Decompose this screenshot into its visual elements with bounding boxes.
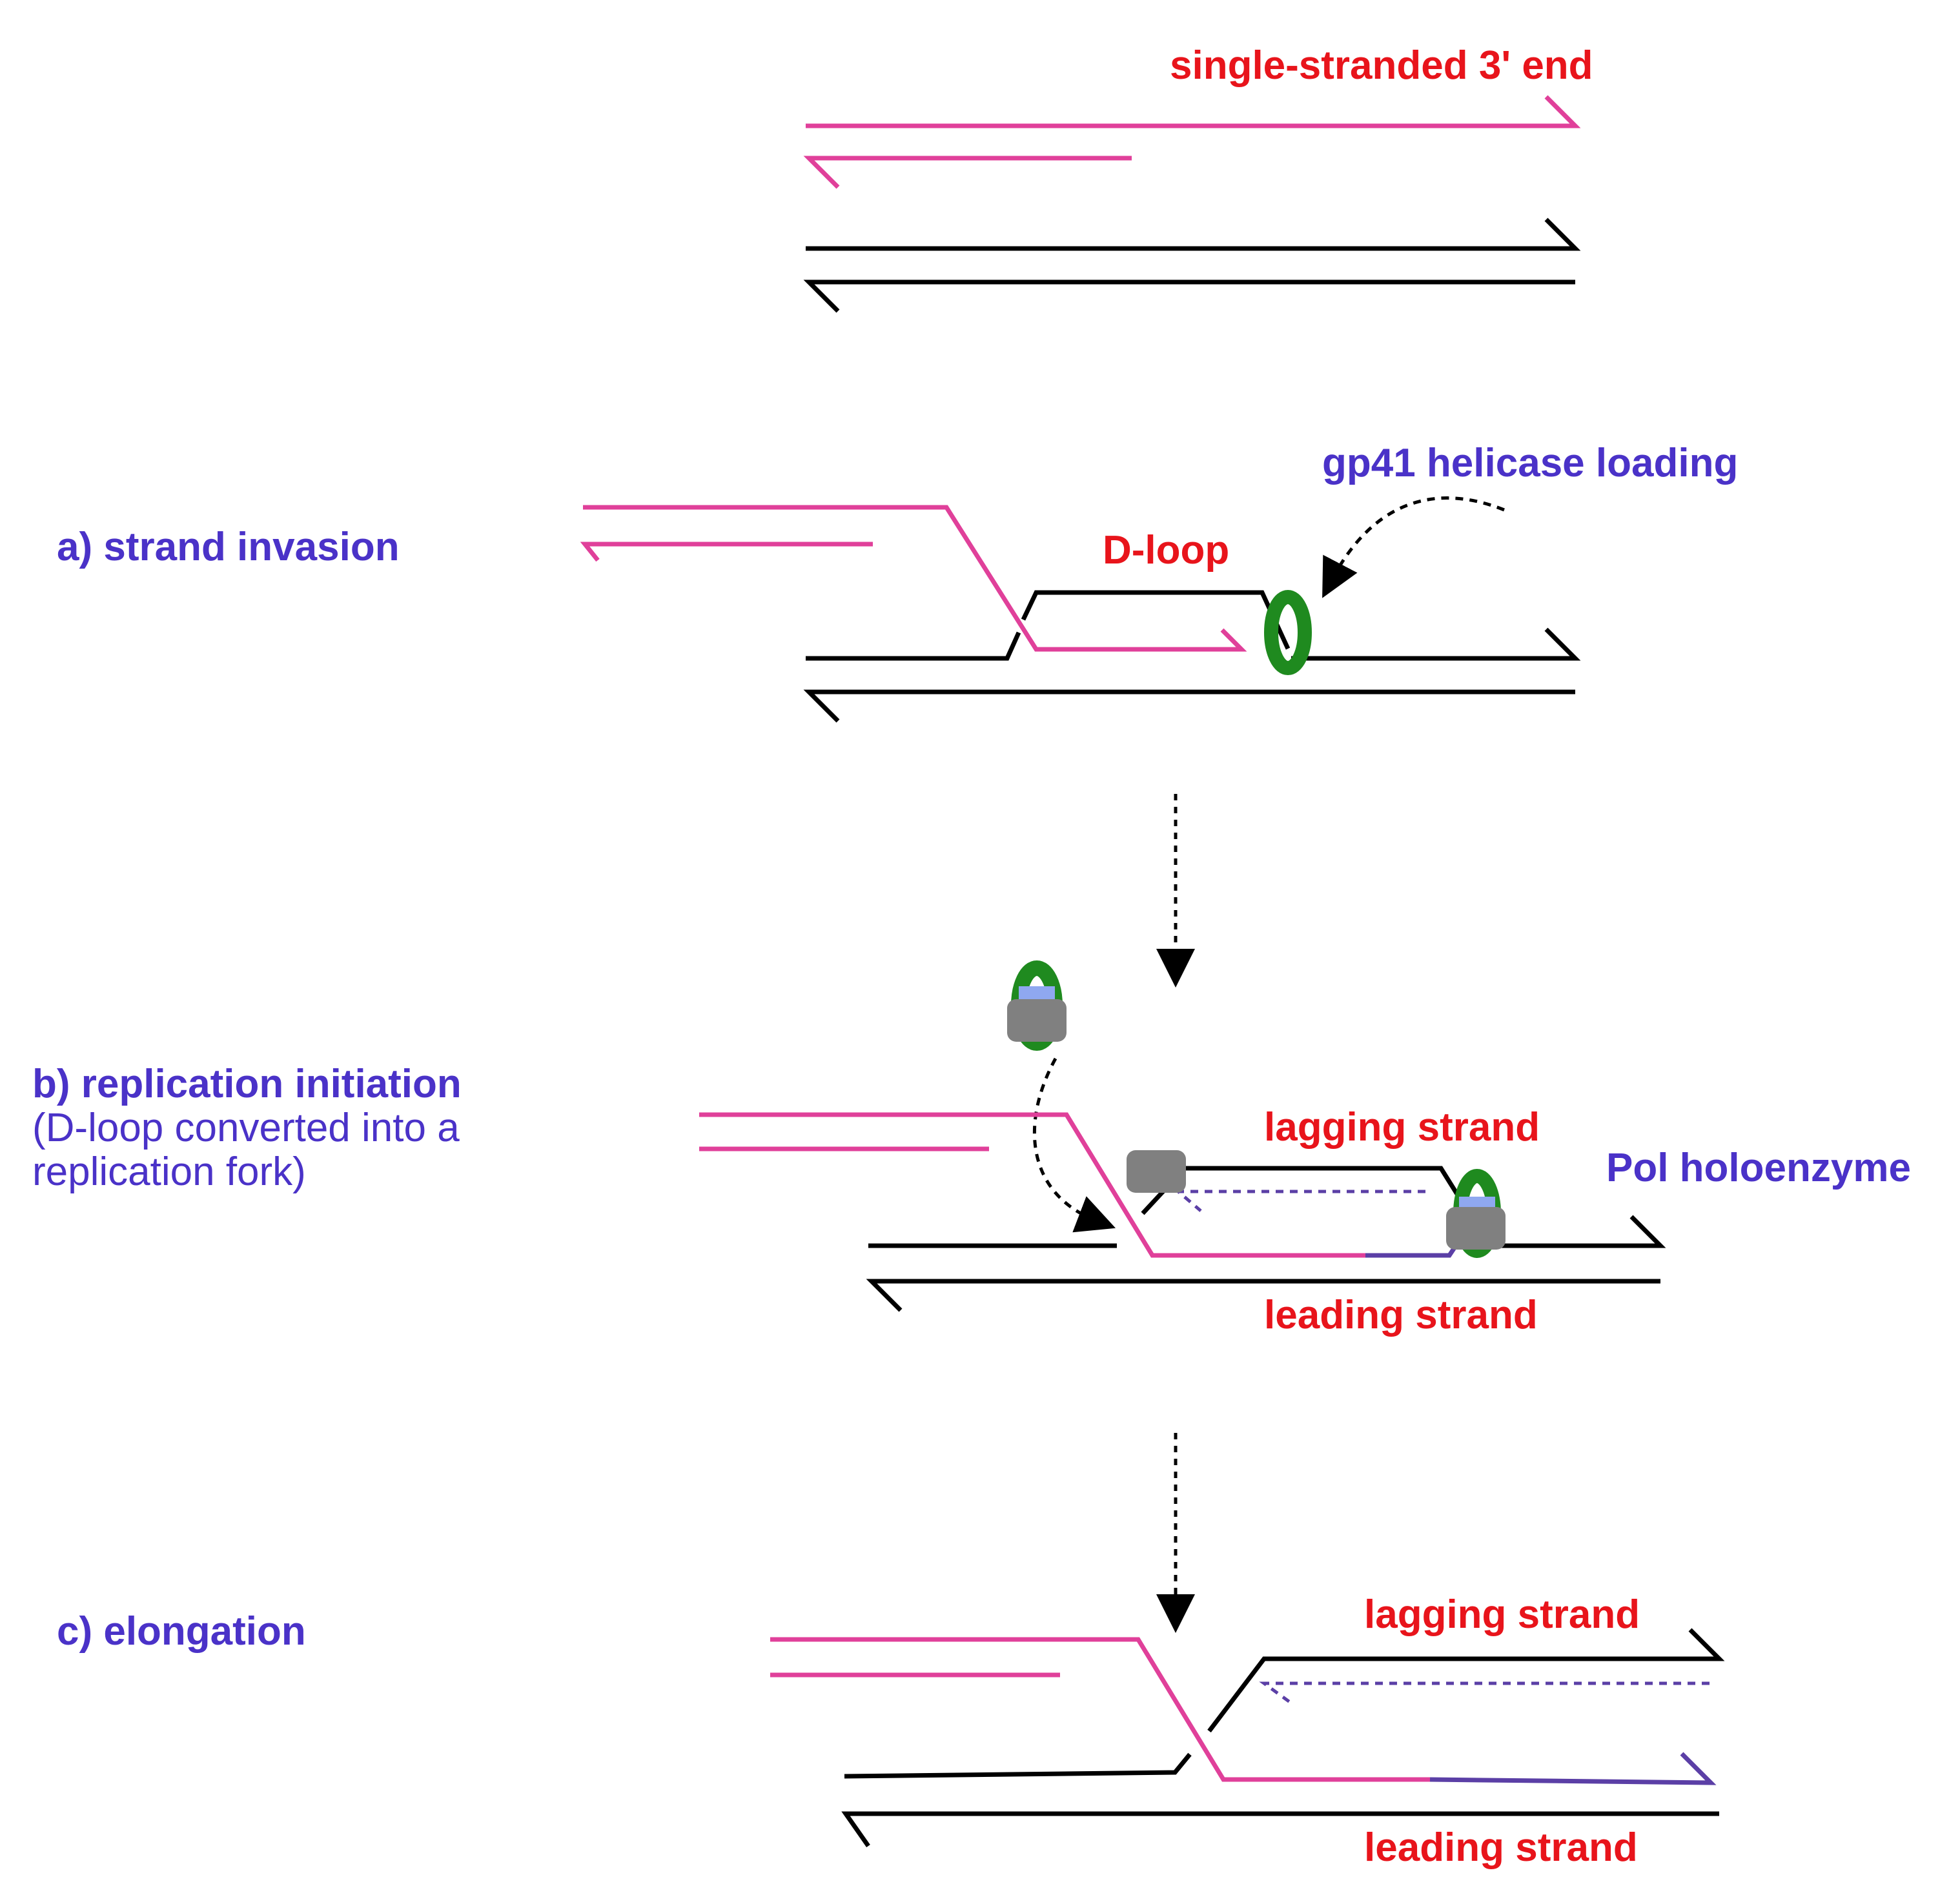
template-top-right-a: [1291, 627, 1581, 661]
template-top-right-b: [1491, 1215, 1666, 1248]
step-c-elongation: c) elongation lagging strand leading str…: [57, 1592, 1725, 1870]
step-b-label-line3: replication fork): [32, 1150, 306, 1194]
single-stranded-end-label: single-stranded 3' end: [1170, 43, 1593, 88]
step-b-label-line1: b) replication initiation: [32, 1062, 462, 1106]
step-a-strand-invasion: a) strand invasion D-loop gp41 helicase …: [57, 441, 1738, 723]
step-b-label-line2: (D-loop converted into a: [32, 1106, 460, 1150]
new-leading-strand-b: [1365, 1244, 1458, 1258]
invading-strand-b: [699, 1112, 1365, 1258]
lagging-dashed-b: [1174, 1190, 1425, 1212]
holoenzyme-loading-arrow: [1032, 1057, 1116, 1233]
displaced-strand-b: [1141, 1166, 1493, 1250]
b-lagging-label: lagging strand: [1264, 1105, 1540, 1150]
lagging-dashed-c: [1259, 1681, 1710, 1706]
gp41-helicase-ring: [1264, 590, 1312, 675]
polymerase-fork: [1446, 1207, 1506, 1250]
gp41-label: gp41 helicase loading: [1322, 441, 1738, 485]
invading-top-strand: [806, 95, 1581, 128]
pol-holoenzyme-free: [1007, 960, 1067, 1051]
polymerase-free: [1007, 999, 1067, 1042]
invading-strand-c: [770, 1637, 1430, 1782]
pol-holoenzyme-fork: [1446, 1169, 1506, 1258]
new-leading-strand-c: [1429, 1752, 1717, 1785]
template-top-left-c: [844, 1752, 1192, 1779]
partner-strand-a: [580, 542, 873, 562]
c-leading-label: leading strand: [1364, 1825, 1638, 1870]
lagging-template-c: [1207, 1628, 1725, 1733]
invading-strand-a: [583, 505, 1247, 652]
template-bottom-c: [841, 1811, 1719, 1848]
template-bottom-strand: [803, 279, 1575, 313]
c-lagging-label: lagging strand: [1364, 1592, 1640, 1637]
step-a-label: a) strand invasion: [57, 525, 400, 569]
step-b-replication-initiation: b) replication initiation (D-loop conver…: [32, 960, 1911, 1337]
helicase-loading-arrow: [1322, 496, 1505, 598]
b-leading-label: leading strand: [1264, 1293, 1538, 1337]
d-loop-displaced-strand: [1021, 590, 1291, 650]
template-top-left-a: [806, 631, 1021, 661]
step-c-label: c) elongation: [57, 1609, 306, 1654]
invading-bottom-strand: [803, 156, 1132, 189]
d-loop-label: D-loop: [1103, 528, 1229, 573]
template-bottom-b: [866, 1279, 1660, 1312]
polymerase-lagging-b: [1127, 1150, 1186, 1193]
initial-substrate: single-stranded 3' end: [803, 43, 1593, 313]
template-bottom-a: [803, 689, 1575, 723]
pol-holoenzyme-label: Pol holoenzyme: [1606, 1146, 1911, 1190]
template-top-strand: [806, 218, 1581, 251]
